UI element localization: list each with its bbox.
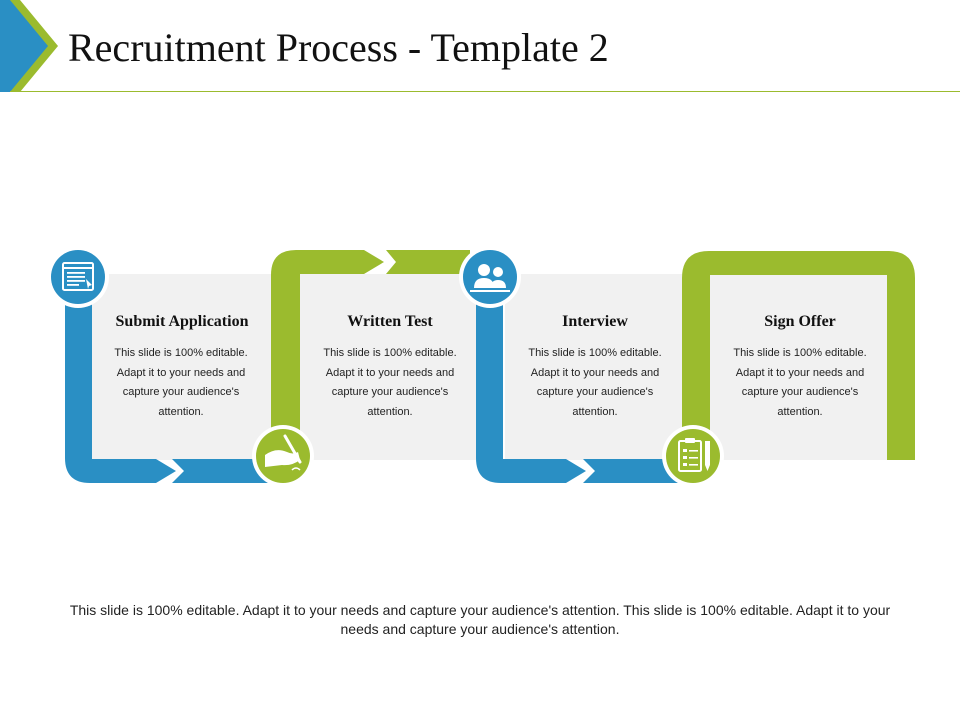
green-connector-arrow (386, 250, 470, 274)
page-title: Recruitment Process - Template 2 (68, 25, 609, 70)
blue-connector-arrow (172, 459, 272, 483)
step-description-submit-application: This slide is 100% editable. Adapt it to… (114, 347, 248, 418)
header-chevron-decoration (0, 0, 58, 92)
application-form-icon (47, 246, 109, 308)
step-panel (300, 274, 480, 460)
step-description-sign-offer: This slide is 100% editable. Adapt it to… (733, 347, 867, 418)
step-panel (505, 274, 685, 460)
blue-connector-arrow (583, 459, 683, 483)
step-panel (92, 274, 272, 460)
step-description-interview: This slide is 100% editable. Adapt it to… (528, 347, 662, 418)
step-title-interview: Interview (562, 313, 628, 330)
step-title-written-test: Written Test (347, 313, 433, 330)
step-panel (710, 274, 890, 460)
green-connector-band (271, 250, 384, 460)
step-description-written-test: This slide is 100% editable. Adapt it to… (323, 347, 457, 418)
step-title-submit-application: Submit Application (115, 313, 249, 330)
clipboard-pencil-icon (662, 425, 724, 487)
footer-note: This slide is 100% editable. Adapt it to… (69, 602, 891, 637)
interview-people-icon (459, 246, 521, 308)
title-divider (10, 91, 960, 92)
step-title-sign-offer: Sign Offer (764, 313, 836, 330)
hand-writing-icon (252, 425, 314, 487)
